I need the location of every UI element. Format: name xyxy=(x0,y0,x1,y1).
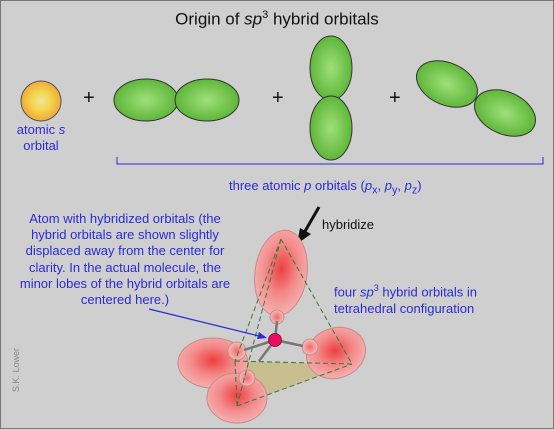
p-orbitals-label: three atomic p orbitals (px, py, pz) xyxy=(229,178,422,197)
plus-sign-1: + xyxy=(83,87,95,109)
diagram-title: Origin of sp3 hybrid orbitals xyxy=(175,9,379,29)
atom-note: Atom with hybridized orbitals (the hybri… xyxy=(19,211,231,308)
plus-sign-2: + xyxy=(272,87,284,109)
minor-lobe-right xyxy=(301,338,319,356)
p-orbitals-bracket xyxy=(116,157,544,165)
hybrid-lobe-bottom xyxy=(206,372,268,424)
tetrahedron-edges xyxy=(234,238,353,407)
minor-lobe-bottom xyxy=(238,369,256,387)
hybrid-orbitals-label: four sp3 hybrid orbitals in tetrahedral … xyxy=(334,283,478,317)
s-orbital xyxy=(20,80,62,122)
p-orbital-horizontal xyxy=(113,78,240,122)
p-orbital-diagonal xyxy=(416,60,536,137)
plus-sign-3: + xyxy=(389,87,401,109)
minor-lobe-left xyxy=(227,341,247,361)
nucleus xyxy=(268,333,282,347)
p-orbital-vertical xyxy=(309,35,353,161)
hybridize-label: hybridize xyxy=(322,217,375,232)
pointer-arrow xyxy=(148,308,267,339)
author-credit: S.K. Lower xyxy=(11,347,22,393)
hybridize-arrow xyxy=(297,206,321,244)
